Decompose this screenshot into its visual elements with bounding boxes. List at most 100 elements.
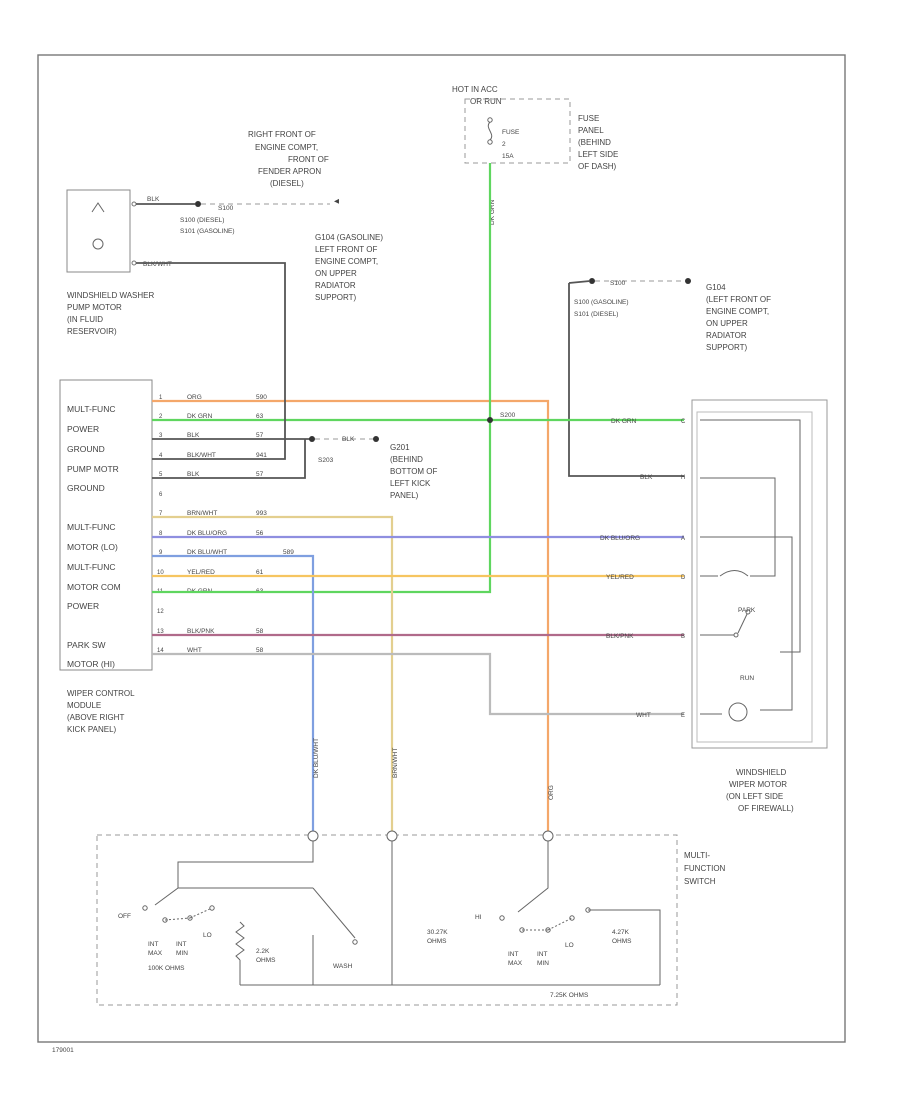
- right-ground-label-3: ENGINE COMPT,: [706, 307, 769, 316]
- switch-label-3: SWITCH: [684, 877, 716, 886]
- motor-label-2: WIPER MOTOR: [729, 780, 787, 789]
- wire-8-circuit: 56: [256, 530, 264, 537]
- wire-dkbluwht: [152, 554, 315, 832]
- motor-wire-5: BLK/PNK: [606, 633, 634, 640]
- switch-label-2: FUNCTION: [684, 864, 726, 873]
- wiper-control-module: MULT-FUNC POWER GROUND PUMP MOTR GROUND …: [59, 379, 153, 734]
- wire-3-circuit: 57: [256, 432, 264, 439]
- ground-loc2-4: ON UPPER: [315, 269, 357, 278]
- wire-6-pin: 6: [159, 492, 163, 498]
- pump-label-4: RESERVOIR): [67, 327, 117, 336]
- module-label-2: MODULE: [67, 701, 101, 710]
- module-pin-label-3: GROUND: [67, 444, 105, 454]
- motor-pin-1: C: [681, 419, 686, 425]
- sw-right-ohms-b-2: OHMS: [612, 938, 632, 945]
- pump-motor-icon: [92, 238, 104, 250]
- motor-pin-6: E: [681, 713, 685, 719]
- ground-loc2-2: LEFT FRONT OF: [315, 245, 377, 254]
- splice-note-1: S100 (DIESEL): [180, 217, 224, 224]
- sw-right-intmin-1: INT: [537, 951, 548, 958]
- wire-13-circuit: 58: [256, 628, 264, 635]
- fuse-panel-label-4: LEFT SIDE: [578, 150, 618, 159]
- module-pin-label-1: MULT-FUNC: [67, 404, 115, 414]
- motor-inner-box: [696, 411, 813, 743]
- g201-label-3: BOTTOM OF: [390, 467, 438, 476]
- pump-symbol-icon: [91, 202, 105, 213]
- right-ground: S100 S100 (GASOLINE) S101 (DIESEL) G104 …: [568, 278, 771, 477]
- washer-pump: BLK S100 ◀ S100 (DIESEL) S101 (GASOLINE)…: [66, 130, 383, 336]
- sw-left-wash: WASH: [333, 963, 353, 970]
- motor-armature-icon: [728, 702, 748, 722]
- pump-ground-arrow-icon: ◀: [334, 198, 340, 205]
- resistor-left-icon: [235, 921, 245, 961]
- wire-14-pin: 14: [157, 648, 164, 654]
- sw-right-intmax-1: INT: [508, 951, 519, 958]
- g201-label-1: G201: [390, 443, 410, 452]
- module-pin-label-8: MULT-FUNC: [67, 562, 115, 572]
- sw-left-ohms: 100K OHMS: [148, 965, 185, 972]
- pump-pin-bottom: [131, 260, 137, 266]
- motor-outer-box: [691, 399, 828, 749]
- ground-loc-5: (DIESEL): [270, 179, 304, 188]
- ground-loc2-5: RADIATOR: [315, 281, 356, 290]
- motor-label-4: OF FIREWALL): [738, 804, 794, 813]
- pump-label-3: (IN FLUID: [67, 315, 103, 324]
- ground-loc2-6: SUPPORT): [315, 293, 357, 302]
- right-ground-label-2: (LEFT FRONT OF: [706, 295, 771, 304]
- module-pin-label-11: PARK SW: [67, 640, 106, 650]
- switch-box: [96, 834, 678, 1006]
- splice-s203-label: S203: [318, 457, 334, 464]
- wire-13-color: BLK/PNK: [187, 628, 215, 635]
- wire-10-color: YEL/RED: [187, 569, 215, 576]
- wire-5-color: BLK: [187, 471, 200, 478]
- wire-3-pin: 3: [159, 433, 163, 439]
- module-pin-label-9: MOTOR COM: [67, 582, 121, 592]
- sw-right-intmax-2: MAX: [508, 960, 523, 967]
- wire-2-circuit: 63: [256, 413, 264, 420]
- pump-label-1: WINDSHIELD WASHER: [67, 291, 154, 300]
- g201-label-5: PANEL): [390, 491, 419, 500]
- splice-s203-dot: [309, 436, 315, 442]
- pump-wire-top-label: BLK: [147, 196, 160, 203]
- motor-run-label: RUN: [740, 675, 754, 682]
- sw-left-res-2: OHMS: [256, 957, 276, 964]
- right-ground-label-5: RADIATOR: [706, 331, 747, 340]
- splice-s100-dot: [195, 201, 201, 207]
- splice-s200-dot: [487, 417, 493, 423]
- module-label-3: (ABOVE RIGHT: [67, 713, 124, 722]
- motor-run-switch-icon: [719, 570, 749, 577]
- fuse-num: 2: [502, 141, 506, 148]
- diagram-frame: [37, 54, 846, 1043]
- wire-brnwht: [152, 515, 394, 832]
- ground-loc-2: ENGINE COMPT,: [255, 143, 318, 152]
- module-label-4: KICK PANEL): [67, 725, 117, 734]
- wire-14-circuit: 58: [256, 647, 264, 654]
- wire-7-color: BRN/WHT: [187, 510, 217, 517]
- sw-left-off: OFF: [118, 913, 131, 920]
- pump-pin-top: [131, 201, 137, 207]
- sw-left-intmax-1: INT: [148, 941, 159, 948]
- motor-pin-2: H: [681, 475, 685, 481]
- switch-pin-blue: [307, 830, 319, 842]
- fuse-panel-label-3: (BEHIND: [578, 138, 611, 147]
- wire-9-circuit: 589: [283, 549, 294, 556]
- motor-pin-4: D: [681, 575, 686, 581]
- module-label-1: WIPER CONTROL: [67, 689, 135, 698]
- wire-1-circuit: 590: [256, 394, 267, 401]
- sw-left-lo: LO: [203, 932, 212, 939]
- wire-12-pin: 12: [157, 609, 164, 615]
- fuse-wire-label: DK GRN: [489, 199, 496, 225]
- wire-org: [152, 399, 550, 832]
- module-pin-label-4: PUMP MOTR: [67, 464, 119, 474]
- motor-label-3: (ON LEFT SIDE: [726, 792, 783, 801]
- wire-paths: S200 BLK S203 G201 (BEHIND BOTTOM OF LEF…: [136, 163, 684, 832]
- splice-note-2: S101 (GASOLINE): [180, 228, 235, 235]
- module-pin-label-6: MULT-FUNC: [67, 522, 115, 532]
- wire-1-pin: 1: [159, 395, 163, 401]
- right-ground-dot: [685, 278, 691, 284]
- pump-label-2: PUMP MOTOR: [67, 303, 122, 312]
- vwire-blue-label: DK BLU/WHT: [313, 738, 320, 778]
- fuse-run-label: OR RUN: [470, 97, 502, 106]
- wire-9-pin: 9: [159, 550, 163, 556]
- fuse-amps: 15A: [502, 153, 514, 160]
